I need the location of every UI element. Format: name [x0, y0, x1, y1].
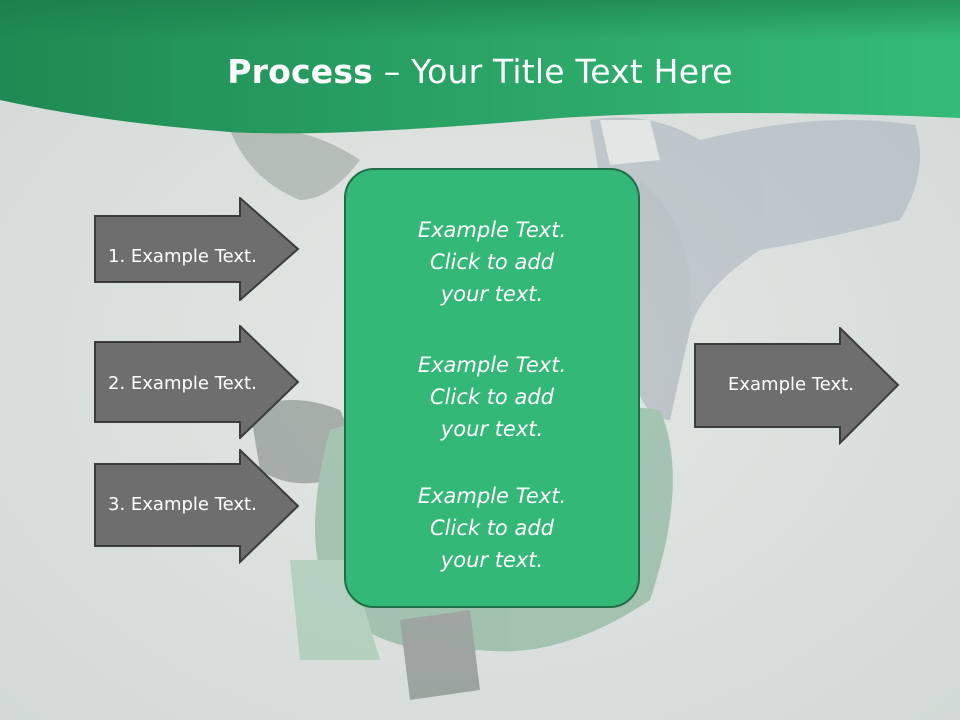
arrow-3-label: 3. Example Text. — [108, 493, 257, 515]
center-item-2-line2: Click to add — [429, 385, 554, 409]
arrow-right-label: Example Text. — [728, 373, 854, 395]
center-item-1-line3: your text. — [440, 282, 544, 306]
arrow-right-shape — [694, 327, 900, 445]
center-item-1: Example Text. Click to add your text. — [346, 214, 638, 310]
center-item-2-line1: Example Text. — [417, 353, 567, 377]
center-item-2: Example Text. Click to add your text. — [346, 349, 638, 445]
arrow-1-shape — [94, 197, 300, 301]
title-rest: – Your Title Text Here — [373, 52, 733, 91]
arrow-3-shape — [94, 449, 300, 564]
arrow-2-label: 2. Example Text. — [108, 372, 257, 394]
center-item-1-line2: Click to add — [429, 250, 554, 274]
center-item-2-line3: your text. — [440, 417, 544, 441]
title-bold: Process — [227, 52, 374, 91]
arrow-1-label: 1. Example Text. — [108, 245, 257, 267]
center-text-box[interactable]: Example Text. Click to add your text. Ex… — [344, 168, 640, 608]
center-item-3-line3: your text. — [440, 548, 544, 572]
center-item-3-line1: Example Text. — [417, 484, 567, 508]
center-item-3: Example Text. Click to add your text. — [346, 480, 638, 576]
arrow-2-shape — [94, 325, 300, 439]
center-item-3-line2: Click to add — [429, 516, 554, 540]
slide-title: Process – Your Title Text Here — [0, 52, 960, 91]
center-item-1-line1: Example Text. — [417, 218, 567, 242]
